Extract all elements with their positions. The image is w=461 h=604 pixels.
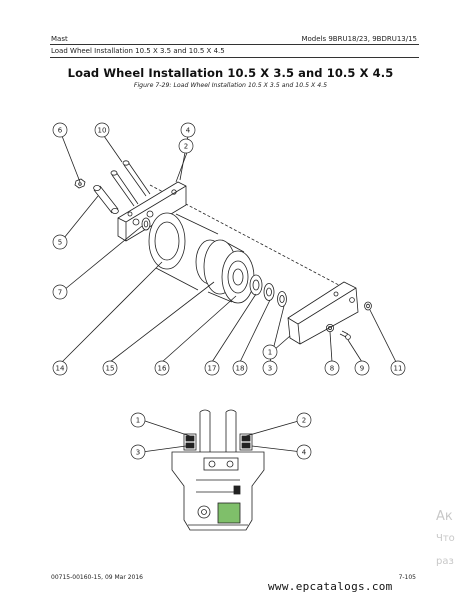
- bolt-10: [122, 160, 151, 197]
- washer-18: [277, 291, 287, 307]
- left-bracket: [117, 181, 187, 242]
- callout-5: 5: [58, 239, 62, 247]
- callout-16: 16: [158, 365, 167, 373]
- callout-7: 7: [58, 289, 62, 297]
- right-bracket: [287, 281, 359, 345]
- detail-callout-3: 3: [136, 449, 140, 457]
- bolt-10b: [110, 170, 139, 207]
- header-section: Mast: [51, 35, 68, 43]
- footer-page-number: 7-105: [398, 574, 416, 581]
- washer-11: [364, 301, 372, 311]
- pin-5: [93, 184, 119, 214]
- watermark-url[interactable]: www.epcatalogs.com: [268, 580, 393, 593]
- header-subtitle: Load Wheel Installation 10.5 X 3.5 and 1…: [51, 47, 225, 55]
- callout-6: 6: [58, 127, 63, 135]
- callout-1: 1: [268, 349, 272, 357]
- header-models: Models 9BRU18/23, 9BDRU13/15: [301, 35, 417, 43]
- axle-centerline: [149, 184, 353, 293]
- callout-14: 14: [56, 365, 65, 373]
- callout-8: 8: [330, 365, 334, 373]
- callout-4: 4: [186, 127, 191, 135]
- screw-9: [339, 330, 351, 340]
- load-wheel-15: [203, 239, 255, 304]
- callout-15: 15: [106, 365, 115, 373]
- page-title: Load Wheel Installation 10.5 X 3.5 and 1…: [67, 66, 394, 80]
- callout-3: 3: [268, 365, 272, 373]
- washer-17: [263, 283, 275, 301]
- callout-9: 9: [360, 365, 364, 373]
- callout-10: 10: [98, 127, 107, 135]
- figure-caption: Figure 7-29: Load Wheel Installation 10.…: [133, 82, 328, 89]
- activation-watermark-line1: Ак: [436, 509, 453, 524]
- subtitle-rule: [50, 57, 419, 58]
- spacer-7: [141, 217, 151, 231]
- callout-2: 2: [184, 143, 188, 151]
- callout-11: 11: [394, 365, 403, 373]
- activation-watermark-line2: Что: [436, 533, 455, 544]
- assembled-detail-view: [141, 409, 303, 531]
- detail-callout-4: 4: [302, 449, 307, 457]
- activation-watermark-line3: раз: [436, 556, 454, 567]
- callout-17: 17: [208, 365, 217, 373]
- header-rule: [50, 44, 419, 45]
- footer-doc-number: 00715-00160-15, 09 Mar 2016: [51, 574, 143, 581]
- nut-6: [74, 178, 86, 189]
- callout-18: 18: [236, 365, 245, 373]
- bearing-16: [249, 274, 263, 296]
- detail-callout-2: 2: [302, 417, 306, 425]
- detail-callout-1: 1: [136, 417, 140, 425]
